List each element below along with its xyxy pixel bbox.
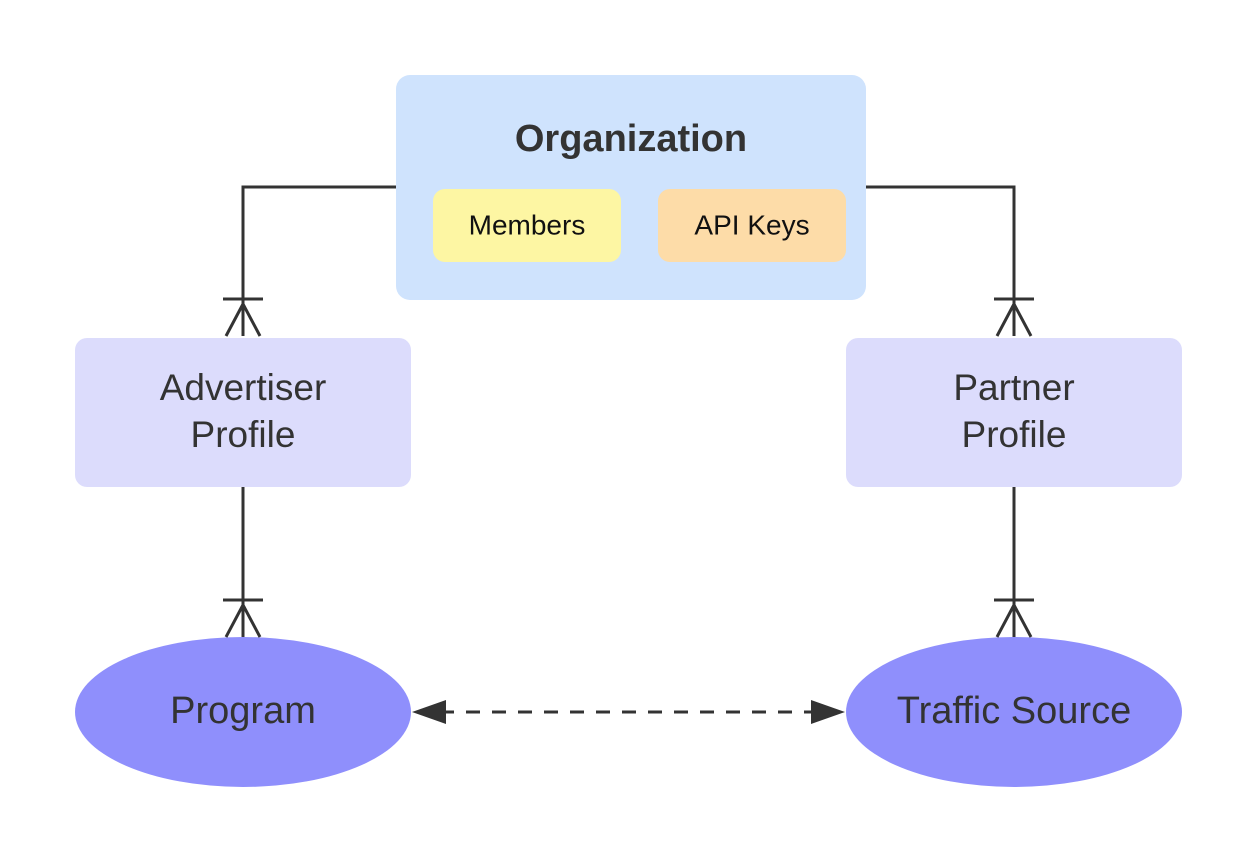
org-to-partner-line — [866, 185, 1016, 336]
advertiser-profile-label-line2: Profile — [191, 414, 296, 455]
org-to-partner-connector — [866, 185, 1034, 337]
org-to-advertiser-line — [241, 185, 396, 336]
advertiser-profile-box — [75, 338, 411, 487]
program-ellipse — [75, 637, 411, 787]
traffic-source-ellipse — [846, 637, 1182, 787]
advertiser-to-program-connector — [223, 487, 263, 638]
advertiser-profile-label-line1: Advertiser — [160, 367, 327, 408]
partner-profile-label-line1: Partner — [953, 367, 1074, 408]
traffic-source-label: Traffic Source — [897, 690, 1131, 732]
api-keys-chip: API Keys — [658, 189, 846, 262]
partner-profile-box — [846, 338, 1182, 487]
partner-profile-label-line2: Profile — [962, 414, 1067, 455]
advertiser-profile-entity: Advertiser Profile — [75, 338, 411, 487]
members-chip: Members — [433, 189, 621, 262]
advertiser-to-program-crowfoot — [224, 601, 262, 638]
org-to-advertiser-crowfoot — [224, 300, 262, 337]
members-box — [433, 189, 621, 262]
api-keys-label: API Keys — [694, 209, 809, 240]
organization-entity: Organization Members API Keys — [396, 75, 866, 300]
traffic-source-entity: Traffic Source — [846, 637, 1182, 787]
right-arrowhead-icon — [811, 700, 845, 724]
org-to-advertiser-connector — [223, 185, 396, 337]
partner-profile-entity: Partner Profile — [846, 338, 1182, 487]
api-keys-box — [658, 189, 846, 262]
org-to-partner-crowfoot — [995, 300, 1033, 337]
organization-title: Organization — [515, 118, 747, 160]
program-label: Program — [170, 690, 316, 732]
partner-to-traffic-source-connector — [994, 487, 1034, 638]
program-entity: Program — [75, 637, 411, 787]
program-traffic-source-link — [412, 700, 845, 724]
members-label: Members — [469, 209, 586, 240]
left-arrowhead-icon — [412, 700, 446, 724]
organization-box — [396, 75, 866, 300]
partner-to-traffic-source-crowfoot — [995, 601, 1033, 638]
